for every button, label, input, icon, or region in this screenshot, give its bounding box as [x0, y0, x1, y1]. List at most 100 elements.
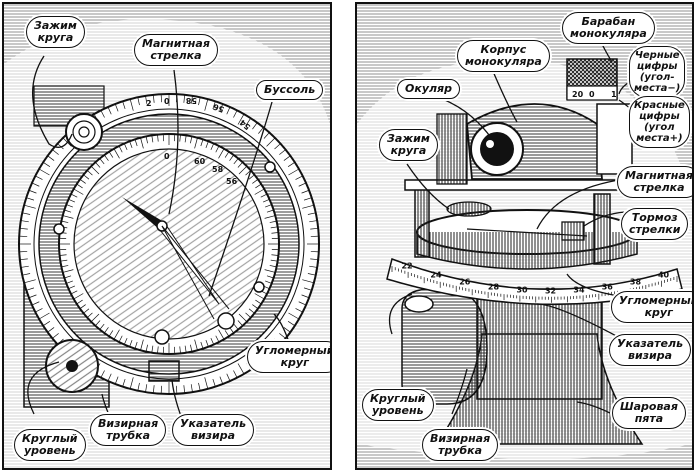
tick-mark: [122, 101, 126, 110]
tick-mark: [95, 320, 101, 326]
tick-mark: [260, 193, 268, 198]
callout-monocular-body: Корпус монокуляра: [457, 40, 550, 72]
callout-circle-clamp: Зажим круга: [379, 129, 438, 161]
tick-mark: [194, 339, 198, 351]
tick-mark: [190, 136, 193, 144]
tick-mark: [254, 293, 265, 300]
callout-red-digits: Красные цифры (угол места+): [629, 96, 690, 148]
drum-scale: [566, 85, 618, 101]
tick-mark: [38, 312, 50, 320]
tick-mark: [47, 327, 55, 333]
tick-mark: [145, 136, 148, 144]
tick-mark: [198, 97, 201, 106]
tick-mark: [271, 232, 279, 234]
tick-mark: [194, 137, 198, 149]
tick-mark: [129, 99, 134, 111]
tick-mark: [107, 106, 112, 115]
tick-mark: [265, 204, 272, 208]
tick-mark: [184, 345, 187, 353]
tick-mark: [274, 143, 281, 150]
callout-magnetic-needle: Магнитная стрелка: [617, 166, 692, 198]
tick-mark: [302, 279, 314, 284]
tick-mark: [237, 113, 245, 125]
tick-mark: [26, 197, 35, 201]
needle-brake: [561, 221, 585, 241]
callout-magnetic-needle: Магнитная стрелка: [134, 34, 218, 66]
tick-mark: [224, 330, 230, 337]
callout-eyepiece: Окуляр: [397, 79, 460, 99]
tick-mark: [64, 209, 72, 213]
tick-mark: [265, 280, 272, 284]
inner-dial-number: 56: [226, 177, 238, 186]
tick-mark: [68, 198, 76, 203]
tick-mark: [266, 209, 274, 213]
circular-level-vial: [404, 295, 434, 313]
tick-mark: [295, 175, 303, 180]
scale-number: 28: [488, 283, 500, 292]
tick-mark: [309, 220, 318, 223]
tick-mark: [38, 168, 50, 176]
scale-number: 26: [459, 278, 471, 287]
tick-mark: [266, 275, 274, 279]
drum-number: 1: [611, 90, 617, 99]
tick-mark: [61, 265, 69, 268]
callout-circular-level: Круглый уровень: [14, 429, 86, 461]
tick-mark: [83, 174, 90, 180]
scale-number: 40: [658, 270, 670, 279]
tick-mark: [47, 155, 55, 161]
tick-mark: [264, 215, 276, 219]
tick-mark: [279, 149, 286, 155]
tick-mark: [123, 143, 128, 151]
tick-mark: [122, 378, 126, 387]
tick-mark: [302, 204, 314, 209]
tick-mark: [134, 341, 138, 349]
tick-mark: [184, 135, 187, 143]
tick-mark: [266, 137, 276, 147]
tick-mark: [87, 312, 93, 318]
tick-mark: [298, 182, 307, 187]
tick-mark: [288, 168, 300, 176]
tick-mark: [307, 212, 316, 215]
tick-mark: [118, 145, 123, 153]
outer-dial-number: 58: [185, 96, 197, 105]
tick-mark: [59, 254, 67, 256]
column: [476, 288, 603, 400]
needle-dark-half: [122, 197, 164, 230]
tick-mark: [246, 362, 251, 370]
tick-mark: [210, 143, 215, 151]
scale-number: 38: [630, 278, 642, 287]
tick-mark: [200, 341, 204, 349]
tick-mark: [179, 346, 181, 354]
tick-mark: [73, 188, 84, 195]
tick-mark: [237, 363, 245, 375]
tick-mark: [210, 337, 215, 345]
tick-mark: [104, 154, 109, 161]
tick-mark: [283, 155, 291, 161]
tick-mark: [64, 275, 72, 279]
tick-mark: [237, 320, 243, 326]
tick-mark: [152, 385, 155, 394]
tick-mark: [287, 321, 295, 326]
tick-mark: [62, 269, 74, 273]
tick-mark: [145, 384, 148, 393]
tick-mark: [200, 139, 204, 147]
outer-dial-number: 0: [164, 97, 170, 106]
tick-mark: [254, 188, 265, 195]
tick-mark: [76, 183, 83, 189]
callout-sight-pointer: Указатель визира: [172, 414, 255, 446]
tick-mark: [70, 290, 78, 295]
drum-number: 20: [572, 90, 584, 99]
scale-number: 24: [430, 271, 442, 280]
callout-sighting-tube: Визирная трубка: [422, 429, 499, 461]
tick-mark: [137, 97, 140, 106]
callout-black-digits: Черные цифры (угол- места−): [629, 46, 686, 98]
monocular-side-tube: [596, 103, 633, 175]
tick-mark: [108, 330, 114, 337]
left-panel-compass-top-view: 2 0 58 56 54 0 60 58 56: [2, 2, 332, 470]
tick-mark: [137, 382, 140, 391]
tick-mark: [104, 327, 109, 334]
tick-mark: [35, 308, 43, 313]
tick-mark: [19, 258, 28, 261]
drum-number: 0: [589, 90, 595, 99]
tick-mark: [204, 99, 209, 111]
